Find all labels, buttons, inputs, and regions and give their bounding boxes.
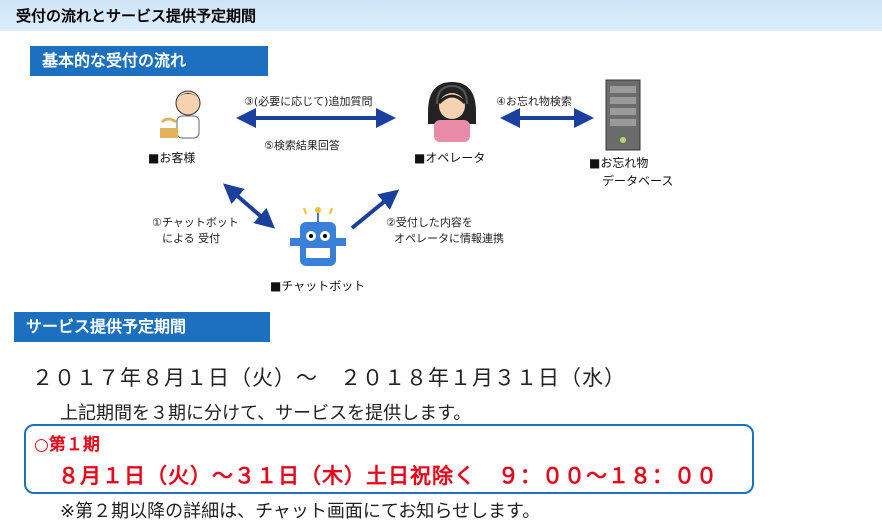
page-title: 受付の流れとサービス提供予定期間 bbox=[16, 7, 257, 25]
chatbot-label: ■チャットボット bbox=[270, 279, 365, 293]
step5-label: ⑤検索結果回答 bbox=[264, 138, 340, 152]
customer-icon bbox=[160, 90, 201, 139]
customer-chatbot-arrow bbox=[222, 183, 276, 229]
phase1-box: ○第１期 ８月１日（火）～３１日（木）土日祝除く ９：００～１８：００ bbox=[24, 424, 754, 494]
header-bar: 受付の流れとサービス提供予定期間 bbox=[0, 0, 882, 31]
step4-label: ④お忘れ物検索 bbox=[496, 94, 572, 108]
database-label-line2: データベース bbox=[602, 173, 673, 188]
customer-label: ■お客様 bbox=[148, 150, 195, 165]
phase-note: ※第２期以降の詳細は、チャット画面にてお知らせします。 bbox=[60, 501, 541, 522]
period-section-label: サービス提供予定期間 bbox=[14, 312, 270, 342]
step2-label-line1: ②受付した内容を bbox=[386, 215, 473, 229]
step2-label-line2: オペレータに情報連携 bbox=[394, 231, 504, 245]
phase1-detail: ８月１日（火）～３１日（木）土日祝除く ９：００～１８：００ bbox=[58, 464, 718, 488]
operator-label: ■オペレータ bbox=[414, 151, 485, 165]
phase1-title: ○第１期 bbox=[34, 435, 100, 455]
service-period-text: ２０１７年８月１日（火）～ ２０１８年１月３１日（水） bbox=[32, 366, 626, 390]
database-server-icon bbox=[605, 79, 641, 151]
chatbot-operator-arrow bbox=[350, 189, 400, 230]
database-label-line1: ■お忘れ物 bbox=[589, 155, 648, 170]
step3-label: ③(必要に応じて)追加質問 bbox=[244, 94, 372, 108]
chatbot-icon bbox=[290, 207, 346, 266]
flow-section-label: 基本的な受付の流れ bbox=[30, 46, 268, 76]
period-description: 上記期間を３期に分けて、サービスを提供します。 bbox=[60, 403, 472, 424]
step1-label-line2: による 受付 bbox=[162, 232, 220, 245]
step1-label-line1: ①チャットボット bbox=[152, 216, 239, 229]
flow-diagram: ■お客様 ■オペレータ ■お忘れ物 データベース ■チャットボット ③(必要に応… bbox=[148, 79, 673, 293]
operator-icon bbox=[428, 82, 476, 142]
